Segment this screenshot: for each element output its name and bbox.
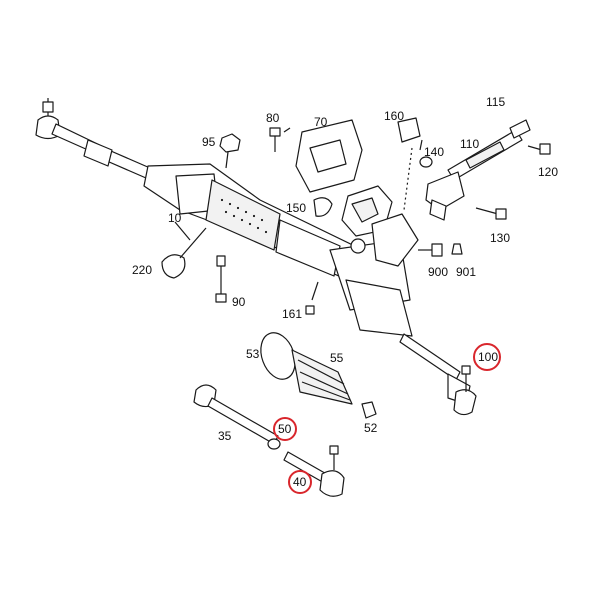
callout-150: 150: [286, 201, 306, 215]
callout-70: 70: [314, 115, 328, 129]
callout-10: 10: [168, 211, 182, 225]
callout-100: 100: [478, 350, 498, 364]
callout-50: 50: [278, 422, 292, 436]
part-52-clip: [361, 401, 377, 419]
steering-shaft: [425, 119, 531, 221]
highlight-ring-100: [473, 343, 501, 371]
leader-lines: [174, 127, 423, 241]
part-55-bellows-boot: [291, 349, 353, 405]
callout-220: 220: [132, 263, 152, 277]
part-80-bolt: [269, 127, 281, 152]
callout-140: 140: [424, 145, 444, 159]
callout-901: 901: [456, 265, 476, 279]
callout-95: 95: [202, 135, 216, 149]
part-120-bolt: [527, 143, 551, 155]
part-161-screw: [305, 281, 319, 315]
callout-53: 53: [246, 347, 260, 361]
callout-labels: 95 80 70 160 115 110 140 120 150 130 10 …: [132, 95, 558, 489]
callout-130: 130: [490, 231, 510, 245]
callout-160: 160: [384, 109, 404, 123]
callout-55: 55: [330, 351, 344, 365]
callout-52: 52: [364, 421, 378, 435]
callout-115: 115: [486, 95, 505, 109]
callout-161: 161: [282, 307, 302, 321]
callout-110: 110: [460, 137, 479, 151]
part-220-clamp: [161, 227, 207, 279]
highlight-rings: [273, 343, 501, 494]
part-140-ring: [419, 156, 433, 168]
callout-80: 80: [266, 111, 280, 125]
part-50-lock-nut: [267, 438, 281, 450]
part-90-stud: [215, 255, 227, 303]
part-160-bushing: [397, 117, 421, 211]
rack-knurl-texture: [220, 198, 268, 234]
part-95-nut: [219, 133, 241, 169]
part-35-inner-tie-rod: [193, 384, 279, 445]
part-130-bolt: [475, 207, 507, 220]
highlight-ring-50: [273, 417, 297, 441]
part-40-tie-rod-end: [283, 445, 345, 497]
part-150-clip: [313, 197, 333, 217]
callout-90: 90: [232, 295, 246, 309]
callout-40: 40: [293, 475, 307, 489]
part-900-connector: [418, 243, 463, 257]
highlight-ring-40: [288, 470, 312, 494]
left-inner-tie-rod: [83, 139, 151, 179]
valve-body: [341, 185, 419, 267]
right-tie-rod-end: [399, 333, 477, 416]
callout-900: 900: [428, 265, 448, 279]
part-70-housing: [295, 119, 363, 193]
callout-35: 35: [218, 429, 232, 443]
callout-120: 120: [538, 165, 558, 179]
